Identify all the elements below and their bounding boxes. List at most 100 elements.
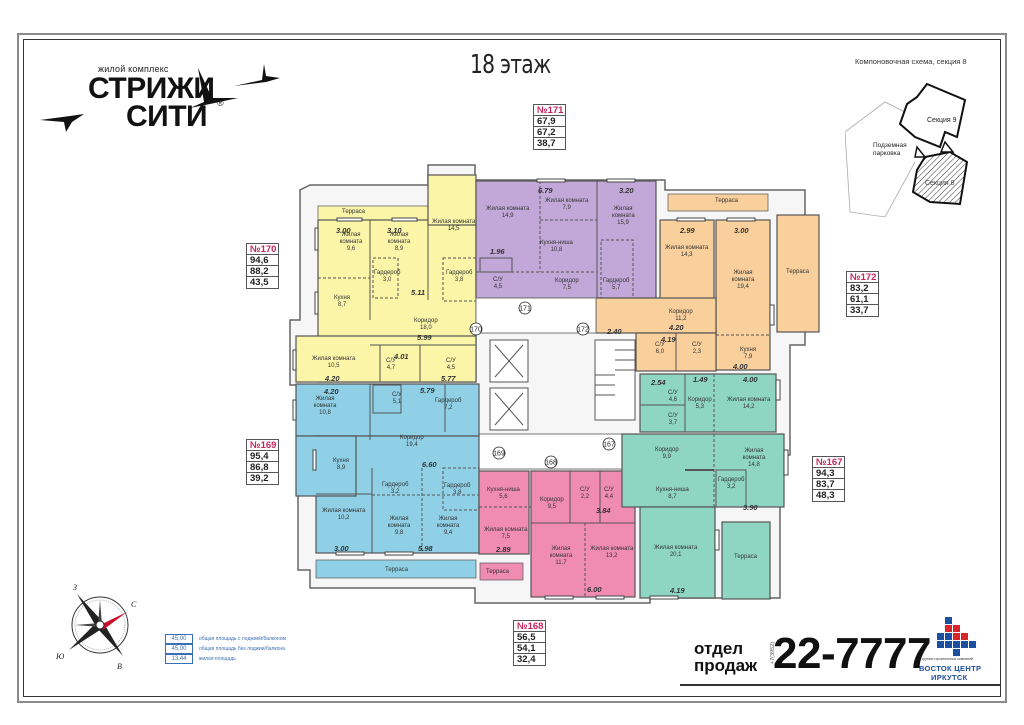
apartment-table-172[interactable]: №172 83,2 61,1 33,7 <box>846 271 879 317</box>
svg-text:172: 172 <box>577 327 589 334</box>
apartment-171[interactable] <box>475 180 657 299</box>
dimension: 3.84 <box>596 506 611 515</box>
logo-subtitle: жилой комплекс <box>98 64 169 74</box>
dimension: 5.99 <box>417 333 432 342</box>
legend-row: 45,00 общая площадь без лоджии/балкона <box>165 643 286 654</box>
apartment-table-168[interactable]: №168 56,5 54,1 32,4 <box>513 620 546 666</box>
apartment-168[interactable] <box>478 470 636 598</box>
dimension: 4.00 <box>743 375 758 384</box>
room-label: Терраса <box>385 567 409 573</box>
area-legend: 45,00 общая площадь с лоджией/балконом 4… <box>165 633 286 664</box>
apartment-table-167[interactable]: №167 94,3 83,7 48,3 <box>812 456 845 502</box>
dimension: 1.49 <box>693 375 708 384</box>
logo-line1: СТРИЖИ <box>88 72 215 105</box>
windows <box>292 178 789 600</box>
logo: жилой комплекс СТРИЖИ СИТИ ® <box>40 50 280 140</box>
keymap-parking: Подземная парковка <box>873 142 907 157</box>
dimension: 4.20 <box>669 323 684 332</box>
svg-text:167: 167 <box>603 442 615 449</box>
apartment-table-169[interactable]: №169 95,4 86,8 39,2 <box>246 439 279 485</box>
section-keymap: Компоновочная схема, секция 8 Секция 9 П… <box>845 52 1005 222</box>
dimension: 3.10 <box>387 226 402 235</box>
swift-bird-icon <box>40 114 84 132</box>
apartment-167[interactable] <box>621 373 785 600</box>
dimension: 4.00 <box>733 362 748 371</box>
svg-text:171: 171 <box>519 306 531 313</box>
brand-line2: ИРКУТСК <box>931 673 968 682</box>
dimension: 2.89 <box>496 545 511 554</box>
dimension: 3.00 <box>334 544 349 553</box>
entry-markers: 170 171 172 169 168 167 <box>469 301 616 469</box>
logo-registered: ® <box>217 98 224 108</box>
dimension: 6.60 <box>422 460 437 469</box>
room-label: Терраса <box>342 209 366 215</box>
dimension: 3.90 <box>743 503 758 512</box>
brand-blocks-icon <box>937 617 976 656</box>
keymap-section9: Секция 9 <box>927 117 957 124</box>
outer-frame <box>17 33 1007 703</box>
compass-south: Ю <box>56 652 65 661</box>
svg-text:170: 170 <box>470 327 482 334</box>
dimension: 3.00 <box>336 226 351 235</box>
svg-text:169: 169 <box>493 451 505 458</box>
sales-label: отдел продаж <box>694 639 758 675</box>
apartment-170[interactable] <box>295 174 477 383</box>
dimension: 3.20 <box>619 186 634 195</box>
dimension: 2.40 <box>607 327 622 336</box>
divider <box>680 684 1001 686</box>
svg-text:168: 168 <box>545 460 557 467</box>
swift-bird-icon <box>190 68 238 108</box>
swift-bird-icon <box>234 64 280 86</box>
legend-row: 45,00 общая площадь с лоджией/балконом <box>165 633 286 644</box>
apartment-table-171[interactable]: №171 67,9 67,2 38,7 <box>533 104 566 150</box>
dimension: 4.19 <box>670 586 685 595</box>
apartment-172[interactable] <box>595 193 820 372</box>
dimension: 5.11 <box>411 288 426 297</box>
compass-north: С <box>131 600 137 609</box>
sales-phone[interactable]: 22-7777 <box>773 629 931 678</box>
apartment-169[interactable] <box>295 383 480 579</box>
apartment-table-170[interactable]: №170 94,6 88,2 43,5 <box>246 243 279 289</box>
dimension: 6.00 <box>587 585 602 594</box>
dimension: 5.79 <box>420 386 435 395</box>
dimension: 5.98 <box>418 544 433 553</box>
